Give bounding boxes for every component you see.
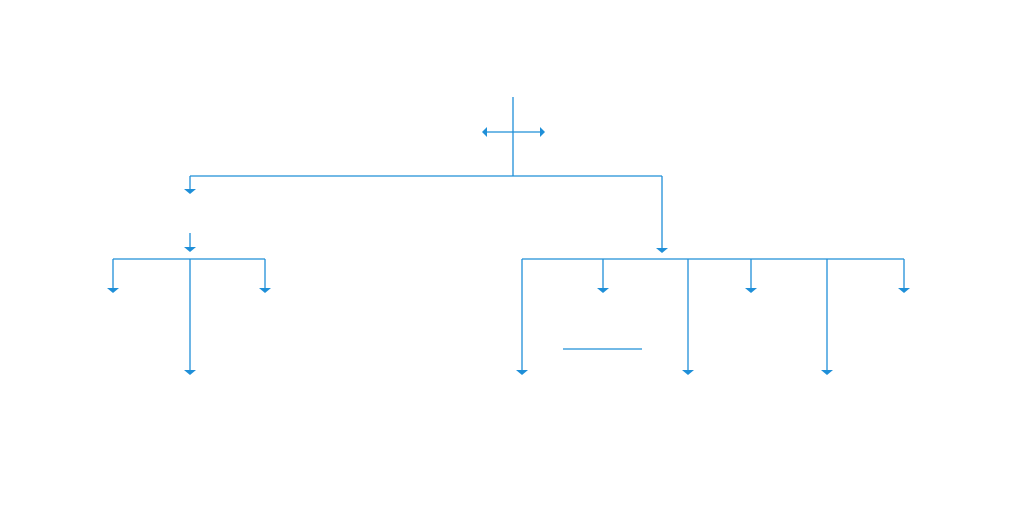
right-child-5-arrow-icon <box>821 370 833 375</box>
root-node-connectors <box>482 97 545 176</box>
left-child-3-arrow-icon <box>259 288 271 293</box>
right-child-1-arrow-icon <box>516 370 528 375</box>
left-subtree-entry-arrow-icon <box>184 247 196 252</box>
right-subtree-connectors <box>516 258 910 375</box>
root-left-arrow-icon <box>482 127 487 137</box>
right-child-4-arrow-icon <box>745 288 757 293</box>
left-subtree-connectors <box>107 233 271 375</box>
left-branch-arrow-icon <box>184 189 196 194</box>
right-child-6-arrow-icon <box>898 288 910 293</box>
level-one-connectors <box>184 175 668 253</box>
right-branch-arrow-icon <box>656 248 668 253</box>
root-right-arrow-icon <box>540 127 545 137</box>
right-child-3-arrow-icon <box>682 370 694 375</box>
left-child-1-arrow-icon <box>107 288 119 293</box>
left-child-2-arrow-icon <box>184 370 196 375</box>
right-child-2-arrow-icon <box>597 288 609 293</box>
